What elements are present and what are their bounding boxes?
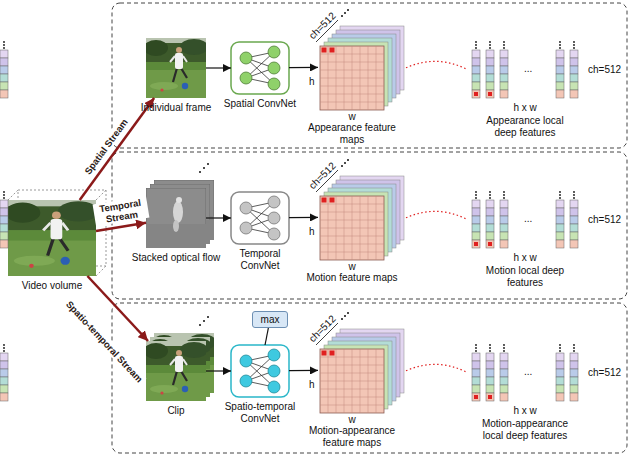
caption: Motion-appearance feature maps [297, 425, 407, 449]
ellipsis: ... [524, 63, 532, 75]
video-volume: Video volume [4, 200, 100, 292]
figure-area [318, 24, 406, 110]
flow-arrow [265, 328, 268, 345]
feature-vectors: Appearance local deep features [466, 40, 584, 139]
stream-panel [112, 3, 627, 148]
caption: Spatial ConvNet [220, 98, 300, 110]
dimension-label: h x w [514, 102, 537, 114]
dimension-label: h x w [514, 405, 537, 417]
pooling-box: max [252, 311, 288, 328]
ellipsis: ... [524, 213, 532, 225]
flow-arrow [289, 67, 318, 68]
node-text: max [253, 312, 287, 327]
channel-label: ch=512 [588, 214, 621, 226]
spatial-stream-pictures [0, 9, 578, 110]
caption: Video volume [4, 280, 100, 292]
dimension-label: w [349, 111, 356, 123]
dimension-label: w [349, 261, 356, 273]
figure-area [318, 174, 406, 260]
caption: Spatio-temporal ConvNet [220, 401, 300, 425]
stream-panel [112, 303, 627, 453]
caption: Appearance feature maps [297, 122, 407, 146]
stream-panels [112, 3, 627, 453]
figure-area [146, 38, 206, 98]
caption: Appearance local deep features [478, 115, 573, 139]
flow-arrow [206, 67, 231, 68]
figure-area [146, 188, 206, 248]
stream-label: Temporal Stream [93, 196, 150, 226]
pooling-link [406, 364, 466, 372]
figure-area [231, 42, 289, 94]
convnet-box: Spatial ConvNet [220, 42, 300, 110]
flow-arrow [289, 370, 318, 371]
convnet-box: Spatio-temporal ConvNet [220, 345, 300, 425]
flow-arrow [289, 217, 318, 218]
caption: Temporal ConvNet [220, 248, 300, 272]
convnet-box: Temporal ConvNet [220, 192, 300, 272]
dimension-label: h x w [514, 252, 537, 264]
feature-vectors: Motion-appearance local deep features [466, 343, 584, 442]
stream-panel [112, 152, 627, 299]
input-image: Individual frame [130, 38, 222, 114]
stream-arrow [80, 98, 154, 200]
pooling-link [406, 61, 466, 69]
stream-label: Spatial Stream [81, 114, 131, 177]
pooling-link [406, 211, 466, 219]
stream-label: Spatio-temporal Stream [62, 297, 146, 386]
caption: Clip [130, 405, 222, 417]
feature-vectors: Motion local deep features [466, 190, 584, 289]
caption: Individual frame [130, 102, 222, 114]
video-volume-picture [5, 190, 106, 276]
caption: Motion-appearance local deep features [478, 418, 573, 442]
ellipsis: ... [524, 366, 532, 378]
figure-area [231, 192, 289, 244]
dimension-label: w [349, 414, 356, 426]
channel-label: ch=512 [588, 64, 621, 76]
figure-area [231, 345, 289, 397]
figure-area [146, 341, 206, 401]
caption: Motion local deep features [478, 265, 573, 289]
figure-area [8, 200, 96, 276]
dimension-label: h [309, 379, 315, 391]
channel-label: ch=512 [588, 367, 621, 379]
caption: Stacked optical flow [130, 252, 222, 264]
dimension-label: h [309, 76, 315, 88]
dimension-label: h [309, 226, 315, 238]
figure-area [318, 327, 406, 413]
caption: Motion feature maps [297, 272, 407, 284]
flow-arrow [206, 370, 231, 371]
flow-arrow [206, 217, 231, 218]
